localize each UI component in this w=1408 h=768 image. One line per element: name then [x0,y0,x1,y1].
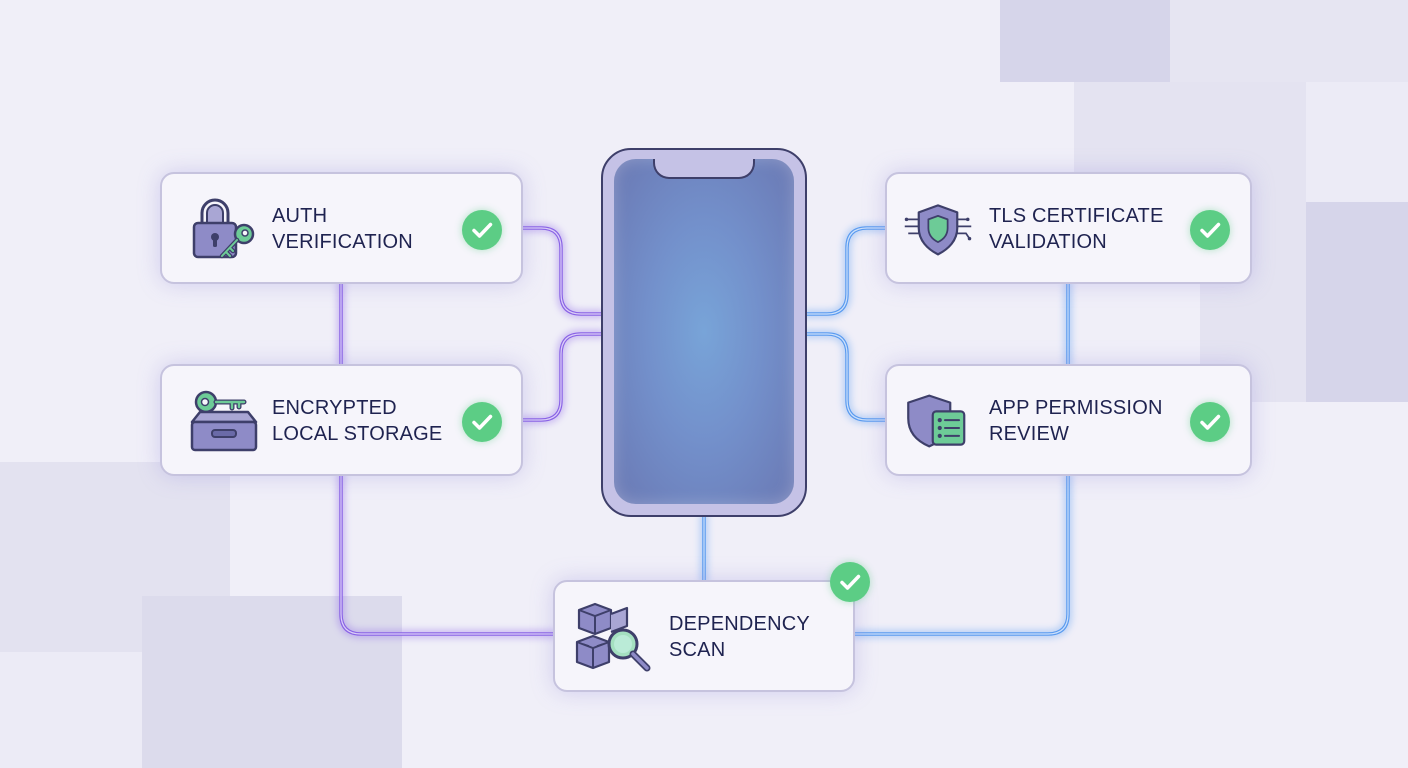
packages-magnifier-icon [575,602,651,672]
key-storage-box-icon [190,390,258,452]
shield-checklist-icon [907,394,966,448]
node-app-permission-review[interactable]: APP PERMISSION REVIEW [885,364,1252,476]
check-icon [1190,210,1230,250]
bg-tile [0,652,142,768]
wire-storage-dependency [339,474,555,636]
node-label: TLS CERTIFICATE VALIDATION [989,205,1164,253]
check-icon [462,210,502,250]
wire-permissions-dependency [853,474,1070,636]
phone-notch [653,159,755,179]
bg-tile [142,596,402,768]
node-tls-certificate-validation[interactable]: TLS CERTIFICATE VALIDATION [885,172,1252,284]
check-icon [830,562,870,602]
bg-tile [1170,0,1408,82]
check-icon [462,402,502,442]
node-label: DEPENDENCY SCAN [669,613,810,661]
node-auth-verification[interactable]: AUTH VERIFICATION [160,172,523,284]
shield-circuit-icon [904,204,972,256]
node-label: ENCRYPTED LOCAL STORAGE [272,397,443,445]
node-label: APP PERMISSION REVIEW [989,397,1163,445]
node-label: AUTH VERIFICATION [272,205,413,253]
node-dependency-scan[interactable]: DEPENDENCY SCAN [553,562,870,692]
smartphone [601,148,807,517]
bg-tile [1306,202,1408,402]
check-icon [1190,402,1230,442]
lock-key-icon [192,198,255,259]
node-encrypted-local-storage[interactable]: ENCRYPTED LOCAL STORAGE [160,364,523,476]
phone-screen [614,159,794,504]
bg-tile [1306,82,1408,202]
bg-tile [1000,0,1170,82]
